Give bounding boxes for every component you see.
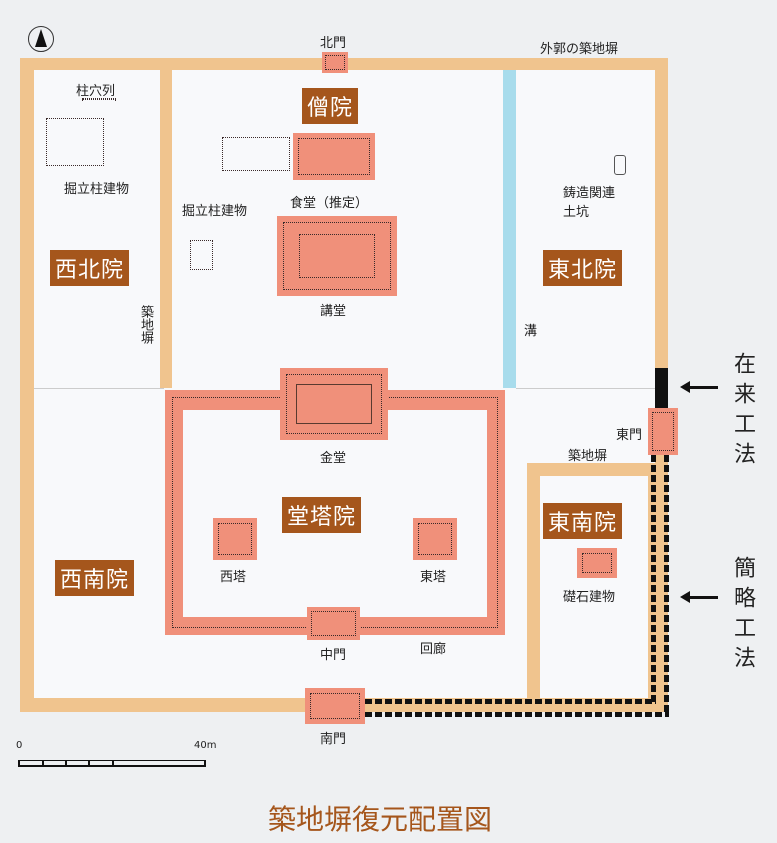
- precinct-southwest: 西南院: [55, 560, 135, 596]
- lecture-hall: [277, 216, 397, 296]
- scale-min: 0: [16, 740, 23, 751]
- middle-gate: [307, 607, 360, 640]
- simplified-wall-outer: [664, 455, 669, 715]
- east-gate: [648, 408, 678, 455]
- boundary-line: [34, 388, 164, 389]
- post-hole-row: [82, 98, 116, 100]
- tsuiji-se-label: 築地塀: [568, 449, 608, 464]
- refectory: [293, 133, 375, 180]
- diagram-title: 築地塀復元配置図: [268, 803, 493, 836]
- north-gate-label: 北門: [320, 36, 347, 51]
- east-pagoda: [413, 518, 457, 560]
- east-pagoda-label: 東塔: [420, 570, 447, 585]
- golden-hall: [280, 368, 388, 440]
- casting-pit-label-2: 土坑: [563, 205, 590, 220]
- foundation-building-label: 礎石建物: [563, 590, 616, 605]
- north-arrow-icon: [28, 26, 54, 52]
- simplified-arrow-icon: [680, 591, 718, 603]
- conventional-arrow-icon: [680, 381, 718, 393]
- boundary-line: [516, 388, 655, 389]
- post-hole-row-label: 柱穴列: [76, 84, 116, 99]
- precinct-northeast: 東北院: [543, 250, 623, 286]
- precinct-southeast: 東南院: [543, 503, 623, 539]
- casting-pit: [614, 155, 626, 175]
- precinct-central: 堂塔院: [282, 497, 362, 533]
- east-gate-label: 東門: [616, 428, 643, 443]
- west-pagoda: [213, 518, 257, 560]
- precinct-soin: 僧院: [302, 88, 359, 124]
- tsuiji-vertical-label: 築地塀: [138, 305, 153, 344]
- pillar-building-west-label: 掘立柱建物: [64, 182, 130, 197]
- casting-pit-label-1: 鋳造関連: [563, 186, 616, 201]
- pillar-building-small: [190, 240, 213, 270]
- ditch: [503, 70, 516, 388]
- golden-hall-label: 金堂: [320, 451, 347, 466]
- scale-bar: [18, 760, 206, 767]
- foundation-building: [577, 548, 617, 578]
- conventional-method-label: 在来工法: [730, 352, 755, 472]
- outer-wall-label: 外郭の築地塀: [540, 42, 619, 57]
- conventional-wall-segment: [655, 368, 668, 408]
- pillar-building-center: [222, 137, 290, 171]
- lecture-hall-label: 講堂: [320, 304, 347, 319]
- middle-gate-label: 中門: [320, 648, 347, 663]
- ditch-label: 溝: [524, 324, 538, 339]
- scale-max: 40m: [194, 740, 217, 751]
- simplified-wall-inner-h: [365, 699, 656, 704]
- pillar-building-center-label: 掘立柱建物: [182, 204, 248, 219]
- west-pagoda-label: 西塔: [220, 570, 247, 585]
- refectory-label: 食堂（推定）: [290, 196, 369, 211]
- precinct-northwest: 西北院: [50, 250, 130, 286]
- simplified-method-label: 簡略工法: [730, 556, 755, 676]
- north-gate: [322, 52, 348, 73]
- simplified-wall-inner: [651, 455, 656, 703]
- south-gate: [305, 688, 365, 724]
- inner-wall-northwest: [160, 70, 172, 388]
- pillar-building-west: [46, 118, 104, 166]
- corridor-label: 回廊: [420, 642, 447, 657]
- south-gate-label: 南門: [320, 732, 347, 747]
- simplified-wall-outer-h: [365, 712, 669, 717]
